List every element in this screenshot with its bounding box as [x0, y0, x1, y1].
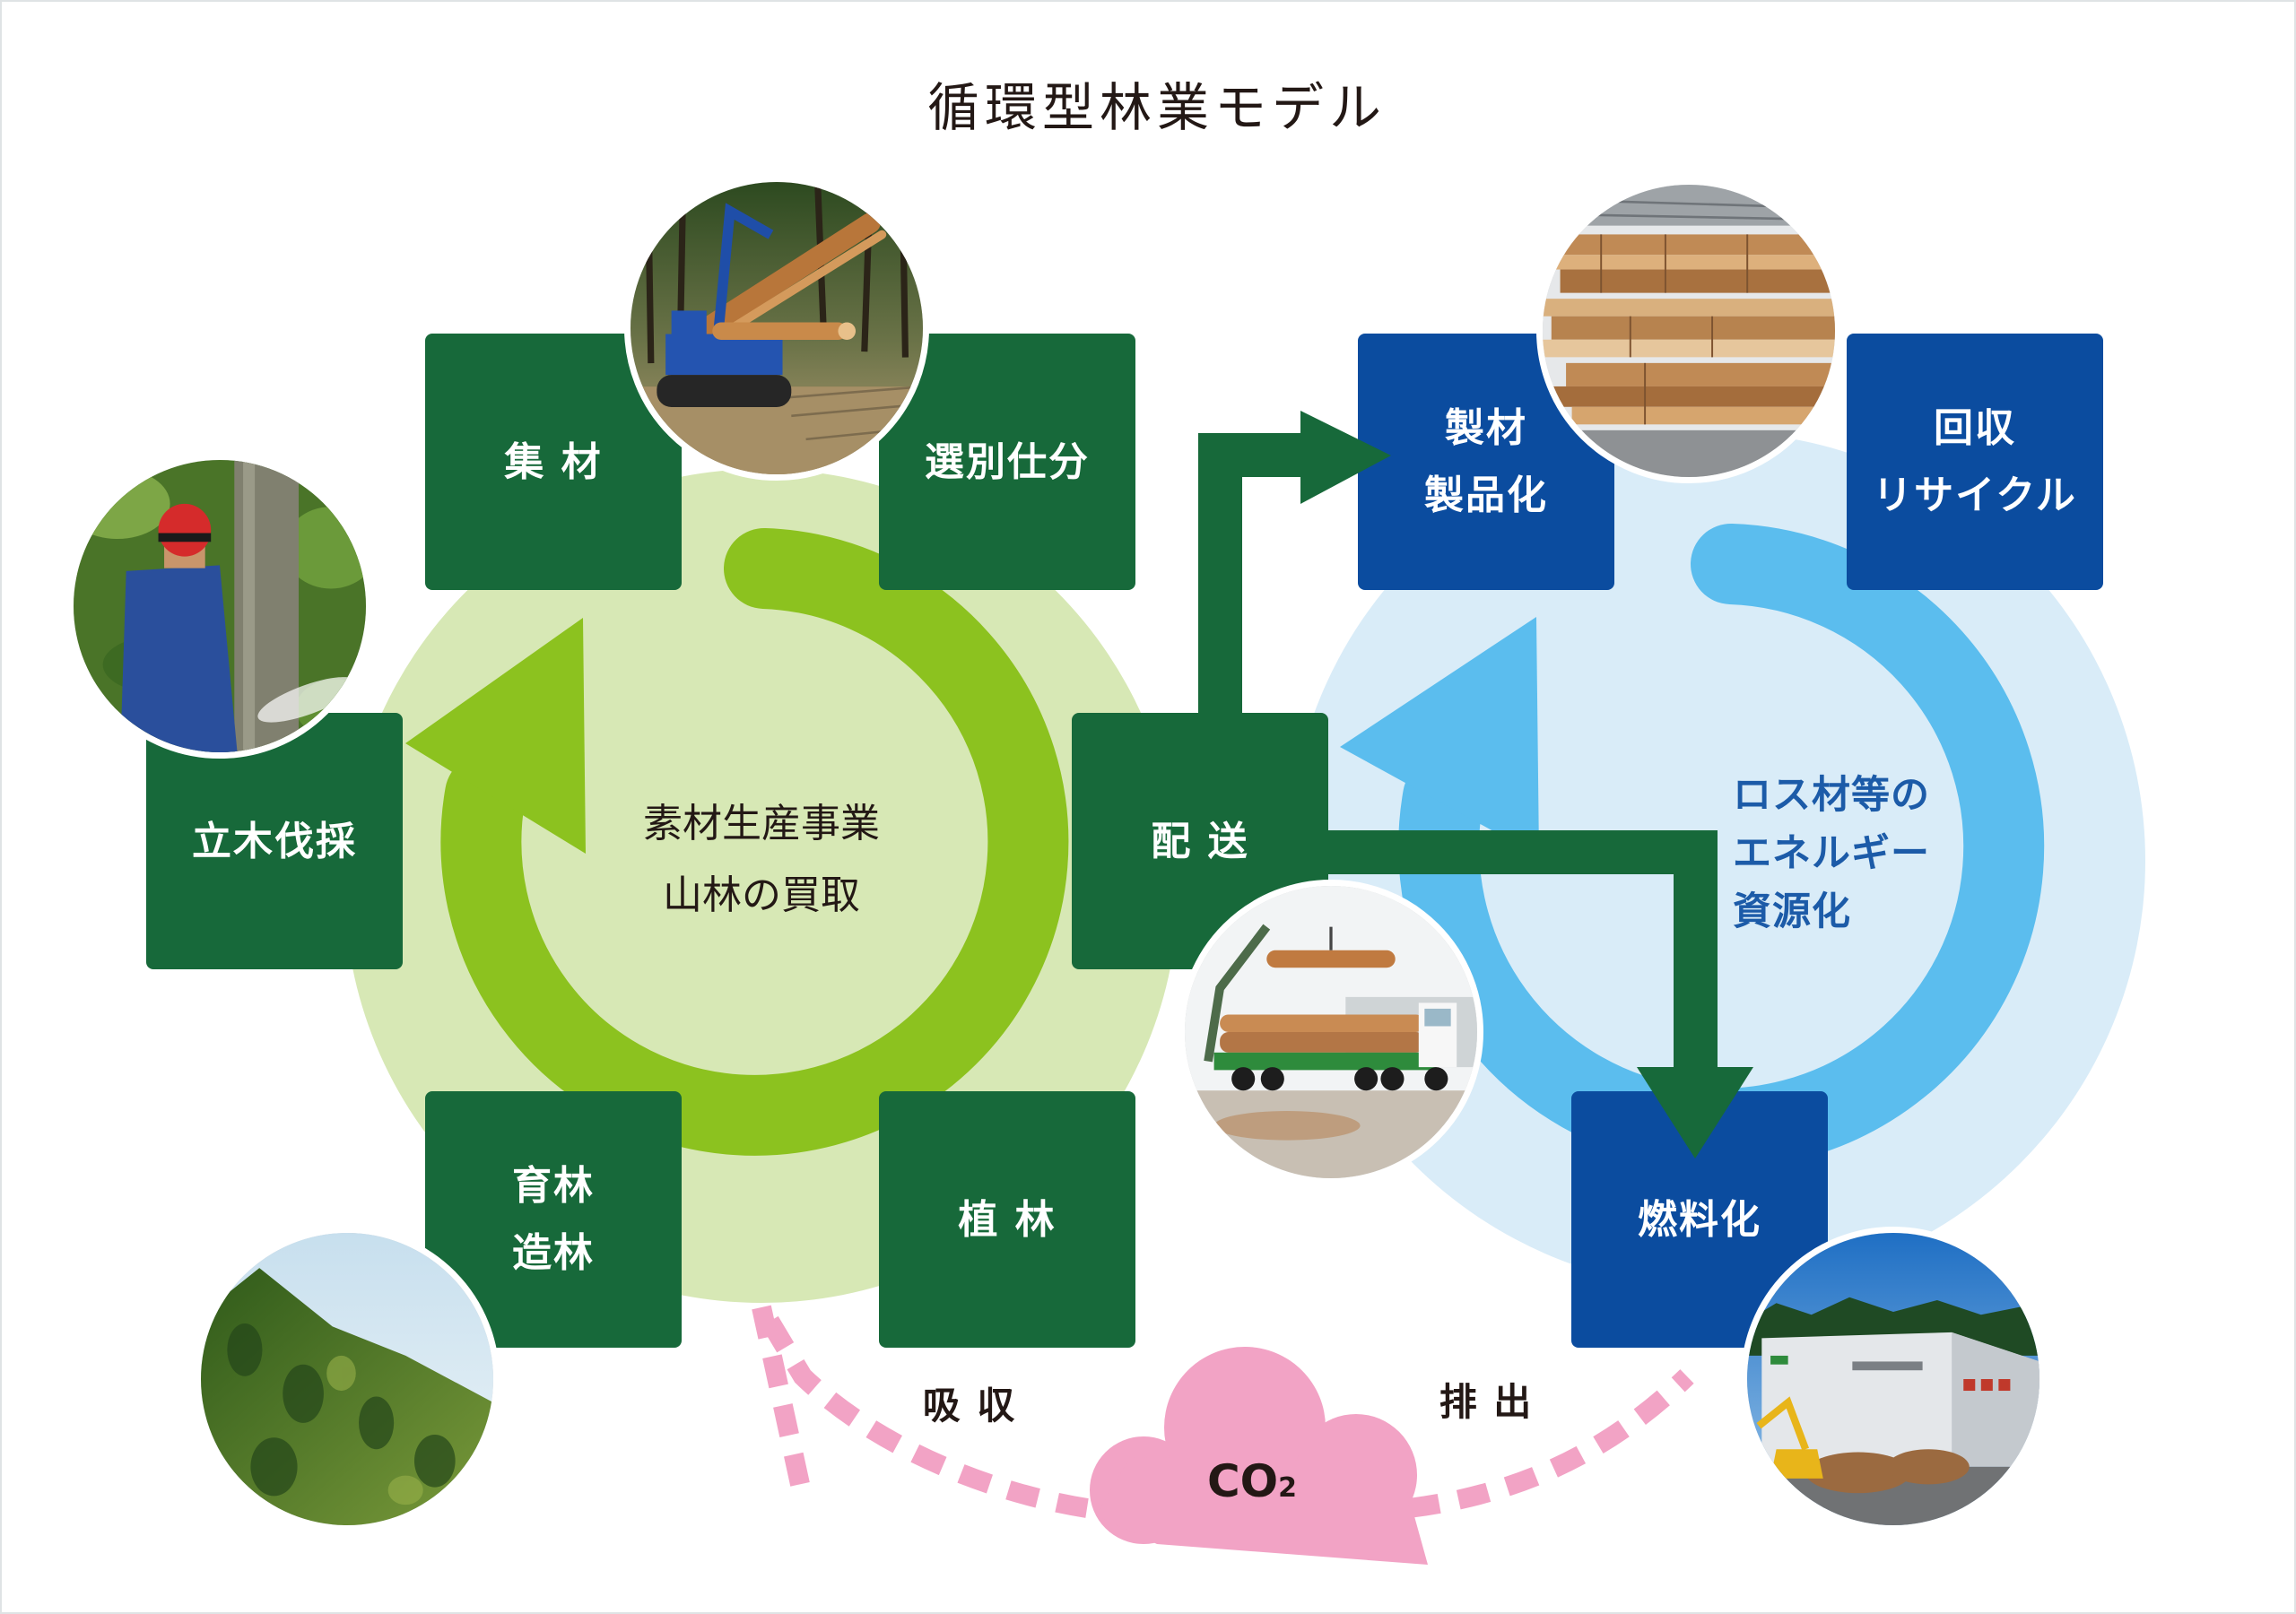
- photo-biomass-factory: [1741, 1227, 2046, 1532]
- step-sort-label: 選別仕分: [925, 438, 1090, 485]
- co2-cloud: [1090, 1347, 1428, 1565]
- step-recycle-label-1: 回収: [1934, 405, 2016, 451]
- co2-emit-arrow: [1407, 1369, 1694, 1518]
- lumber-cycle-arrowhead: [1340, 617, 1539, 856]
- step-collect-label: 集 材: [504, 438, 603, 485]
- step-nurture-label-2: 造林: [512, 1230, 595, 1276]
- forestry-cycle-caption: 素材生産事業 山林の買取: [582, 788, 941, 932]
- forestry-caption-line-1: 素材生産事業: [643, 801, 880, 846]
- photo-forest-hillside: [195, 1227, 500, 1532]
- absorb-label: 吸 収: [922, 1384, 1017, 1427]
- photo-forwarder-machine: [624, 176, 929, 481]
- photo-lumber-stacks: [1536, 178, 1841, 483]
- forestry-cycle-ring: [440, 528, 1069, 1156]
- lumber-caption-line-3: 資源化: [1733, 889, 1851, 934]
- page-title: 循環型林業モデル: [926, 77, 1387, 138]
- forestry-caption-line-2: 山林の買取: [663, 872, 860, 918]
- deliver-to-fuel-arrow: [1324, 830, 1753, 1158]
- step-sort: 選別仕分: [879, 334, 1135, 590]
- co2-subscript: 2: [1278, 1472, 1298, 1504]
- co2-text: CO: [1206, 1455, 1279, 1507]
- step-plant: 植 林: [879, 1091, 1135, 1348]
- step-lumber-label-2: 製品化: [1424, 473, 1548, 518]
- deliver-to-lumber-arrow: [1198, 411, 1391, 720]
- lumber-caption-line-1: ロス材等の: [1733, 773, 1930, 818]
- co2-absorb-arrow: [752, 1302, 1089, 1518]
- lumber-cycle-caption: ロス材等の エネルギー 資源化: [1733, 767, 2109, 941]
- co2-label: CO2: [1162, 1453, 1342, 1510]
- forestry-cycle-arrowhead: [405, 618, 586, 854]
- step-recycle: 回収 リサイクル: [1847, 334, 2103, 590]
- step-nurture-label-1: 育林: [512, 1163, 595, 1209]
- photo-tree-felling-worker: [67, 454, 372, 759]
- step-plant-label: 植 林: [958, 1196, 1057, 1243]
- emit-label: 排 出: [1439, 1380, 1534, 1424]
- step-fell-label: 立木伐採: [192, 818, 357, 864]
- photo-log-truck: [1178, 880, 1483, 1184]
- step-lumber-label-1: 製材: [1445, 405, 1527, 451]
- lumber-caption-line-2: エネルギー: [1733, 831, 1930, 876]
- step-deliver-label: 配 送: [1151, 818, 1249, 864]
- lumber-cycle-ring: [1398, 524, 2045, 1169]
- step-fuel-label: 燃料化: [1638, 1196, 1761, 1243]
- step-recycle-label-2: リサイクル: [1873, 473, 2077, 518]
